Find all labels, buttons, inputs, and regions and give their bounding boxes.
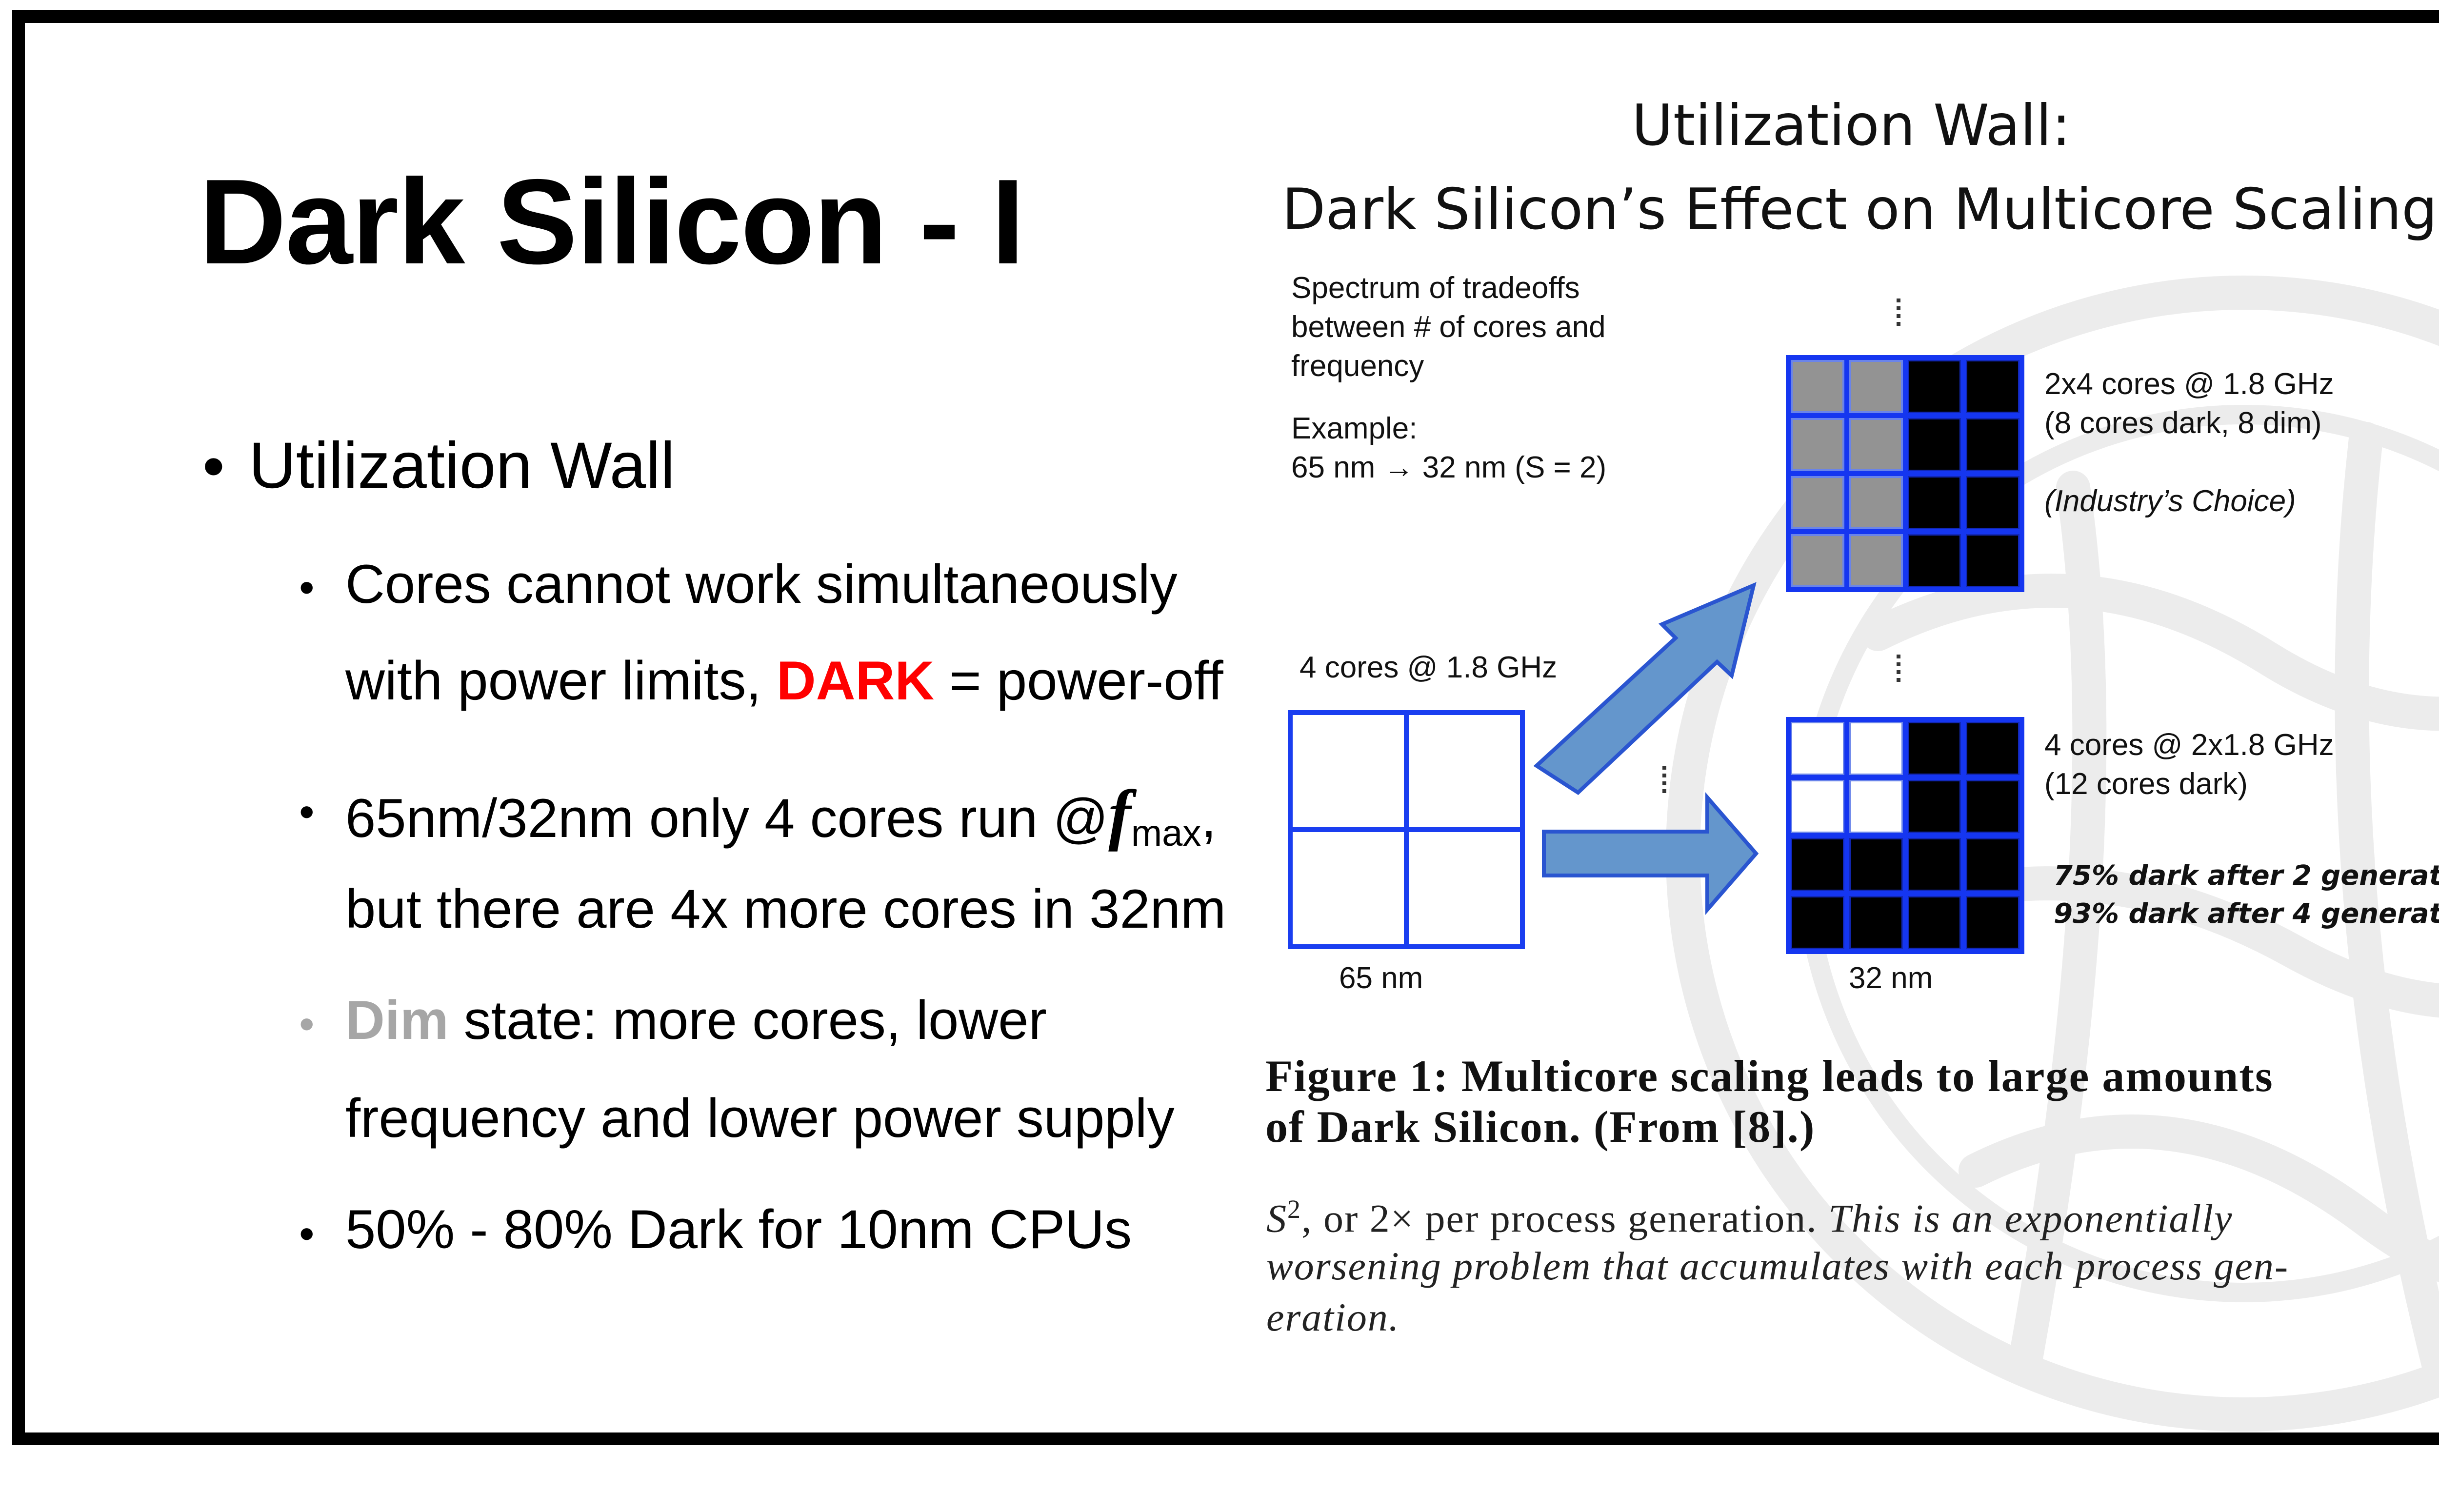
core-cell-dark: [1966, 780, 2019, 833]
example-value: 65 nm → 32 nm (S = 2): [1291, 451, 1607, 484]
text: state: more cores, lower: [448, 990, 1047, 1051]
core-cell-dark: [1907, 838, 1961, 891]
dim-option-line2: (8 cores dark, 8 dim): [2044, 406, 2322, 440]
bullet-utilization-wall-text: Utilization Wall: [249, 429, 675, 502]
text: with power limits,: [345, 650, 777, 711]
dark-option-line1: 4 cores @ 2x1.8 GHz: [2044, 728, 2334, 762]
ellipsis-icon: [1897, 298, 1900, 326]
core-cell-dark: [1907, 896, 1961, 949]
dark-stat-4-generations: 93% dark after 4 generations: [2054, 898, 2439, 930]
node-label-32nm: 32 nm: [1849, 961, 1933, 995]
core-cell-dark: [1966, 418, 2019, 471]
text: ,: [1201, 788, 1217, 849]
dim-option-line1: 2x4 cores @ 1.8 GHz: [2044, 367, 2334, 401]
core-cell-dark: [1791, 838, 1844, 891]
core-cell-dark: [1849, 896, 1903, 949]
math-superscript: 2: [1287, 1194, 1301, 1224]
f-symbol: f: [1108, 776, 1131, 852]
figure-caption-line1: Figure 1: Multicore scaling leads to lar…: [1265, 1051, 2274, 1101]
core-cell-dark: [1907, 418, 1961, 471]
core-cell-dark: [1907, 476, 1961, 529]
core-grid-dark-option: [1786, 717, 2024, 954]
core-cell-dark: [1907, 722, 1961, 775]
sub-bullet-1-line2: with power limits, DARK = power-off: [345, 654, 1223, 708]
sub-bullet-dot-dim: •: [299, 1000, 315, 1049]
source-label: 4 cores @ 1.8 GHz: [1299, 651, 1558, 684]
core-cell-dark: [1907, 534, 1961, 587]
example-label: Example:: [1291, 412, 1418, 445]
spectrum-line-2: between # of cores and: [1291, 310, 1606, 344]
core-cell-dark: [1966, 476, 2019, 529]
sub-bullet-2-line2: but there are 4x more cores in 32nm: [345, 878, 1226, 939]
core-cell-dark: [1907, 780, 1961, 833]
paragraph-line1: S2, or 2× per process generation. This i…: [1266, 1196, 2233, 1238]
core-cell: [1409, 715, 1520, 827]
core-cell-dim: [1791, 534, 1844, 587]
core-cell-dim: [1849, 360, 1903, 413]
arrow-right-icon: [1542, 792, 1759, 915]
dim-highlight: Dim: [345, 990, 449, 1051]
figure-caption-line2: of Dark Silicon. (From [8].): [1265, 1102, 1816, 1152]
bullet-utilization-wall: •: [202, 434, 225, 497]
core-cell-dark: [1907, 360, 1961, 413]
core-cell-dark: [1966, 534, 2019, 587]
core-cell-dim: [1849, 418, 1903, 471]
core-cell-dark: [1966, 896, 2019, 949]
sub-bullet-dot: •: [299, 788, 315, 836]
text: 65nm/32nm only 4 cores run @: [345, 788, 1109, 849]
sub-bullet-dot: •: [299, 563, 315, 612]
core-cell-on: [1849, 722, 1903, 775]
core-cell-on: [1849, 780, 1903, 833]
core-cell-dim: [1791, 360, 1844, 413]
figure-heading-line2: Dark Silicon’s Effect on Multicore Scali…: [1282, 177, 2438, 242]
dark-option-line2: (12 cores dark): [2044, 767, 2248, 801]
core-cell-dark: [1966, 722, 2019, 775]
dark-stat-2-generations: 75% dark after 2 generations;: [2054, 860, 2439, 892]
core-cell-on: [1791, 722, 1844, 775]
bullet-dot: •: [202, 430, 225, 501]
paragraph-line2: worsening problem that accumulates with …: [1266, 1244, 2289, 1288]
text: This is an exponentially: [1828, 1196, 2233, 1241]
core-cell-dark: [1966, 360, 2019, 413]
industry-choice-note: (Industry’s Choice): [2044, 484, 2296, 518]
text: = power-off: [934, 650, 1223, 711]
sub-bullet-3-line1: Dim state: more cores, lower: [345, 993, 1047, 1048]
figure-heading-line1: Utilization Wall:: [1632, 93, 2071, 159]
core-cell-dim: [1791, 418, 1844, 471]
max-subscript: max: [1131, 813, 1201, 854]
core-grid-65nm: [1288, 710, 1525, 949]
slide-title: Dark Silicon - I: [199, 154, 1025, 289]
core-grid-dim-option: [1786, 355, 2024, 592]
core-cell: [1293, 715, 1404, 827]
arrow-up-right-icon: [1533, 582, 1759, 915]
node-label-65nm: 65 nm: [1339, 961, 1423, 995]
sub-bullet-3-line2: frequency and lower power supply: [345, 1088, 1175, 1149]
core-cell-dark: [1791, 896, 1844, 949]
core-cell-dark: [1849, 838, 1903, 891]
paragraph-line3: eration.: [1266, 1295, 1400, 1339]
ellipsis-icon: [1662, 766, 1666, 793]
sub-bullet-1-line1: Cores cannot work simultaneously: [345, 554, 1178, 615]
core-cell-dark: [1966, 838, 2019, 891]
math-s: S: [1266, 1196, 1287, 1241]
sub-bullet-4-line1: 50% - 80% Dark for 10nm CPUs: [345, 1199, 1132, 1260]
core-cell-on: [1791, 780, 1844, 833]
core-cell-dim: [1791, 476, 1844, 529]
sub-bullet-2-line1: 65nm/32nm only 4 cores run @fmax,: [345, 780, 1217, 852]
core-cell: [1409, 832, 1520, 944]
ellipsis-icon: [1897, 655, 1900, 682]
text: , or 2× per process generation.: [1301, 1196, 1829, 1241]
sub-bullet-dot: •: [299, 1210, 315, 1258]
spectrum-line-1: Spectrum of tradeoffs: [1291, 271, 1580, 305]
core-cell: [1293, 832, 1404, 944]
dark-highlight: DARK: [776, 650, 935, 711]
core-cell-dim: [1849, 534, 1903, 587]
spectrum-line-3: frequency: [1291, 349, 1424, 383]
core-cell-dim: [1849, 476, 1903, 529]
